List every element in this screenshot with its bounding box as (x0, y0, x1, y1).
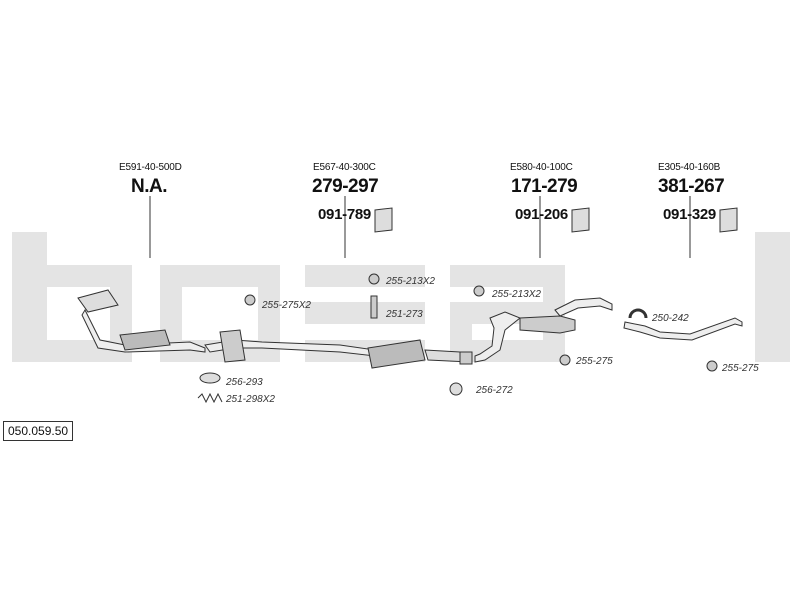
section-ref: E567-40-300C (313, 162, 376, 173)
hanger-icon (571, 207, 590, 233)
rubber-mount-icon (559, 354, 571, 366)
part-label: 251-298X2 (226, 394, 275, 405)
section-ref: E591-40-500D (119, 162, 182, 173)
section-main-code: 381-267 (658, 176, 725, 197)
rubber-mount-icon (706, 360, 718, 372)
part-label: 255-213X2 (386, 276, 435, 287)
spring-icon (197, 392, 223, 404)
part-label: 256-293 (226, 377, 263, 388)
part-label: 250-242 (652, 313, 689, 324)
section-sub-code: 091-789 (318, 206, 371, 223)
part-label: 251-273 (386, 309, 423, 320)
part-label: 256-272 (476, 385, 513, 396)
gasket-icon (199, 372, 221, 384)
bolt-icon (370, 295, 378, 319)
diagram-id: 050.059.50 (3, 421, 74, 441)
section-ref: E580-40-100C (510, 162, 573, 173)
rear-pipe (554, 297, 613, 317)
centre-silencer (367, 339, 473, 369)
section-main-code: 279-297 (312, 176, 379, 197)
section-sub-code: 091-329 (663, 206, 716, 223)
section-ref: E305-40-160B (658, 162, 721, 173)
part-label: 255-275 (576, 356, 613, 367)
section-main-code: 171-279 (511, 176, 578, 197)
clamp-icon (473, 285, 485, 297)
part-label: 255-275X2 (262, 300, 311, 311)
section-main-code: N.A. (131, 176, 168, 197)
intermediate-pipe (474, 311, 576, 363)
section-sub-code: 091-206 (515, 206, 568, 223)
hanger-icon (719, 207, 738, 233)
clamp-icon (368, 273, 380, 285)
middle-pipe (204, 329, 376, 363)
tail-pipe (623, 317, 743, 341)
rubber-mount-icon (244, 294, 256, 306)
clamp-icon (628, 308, 648, 319)
part-label: 255-213X2 (492, 289, 541, 300)
clamp-icon (449, 382, 463, 396)
hanger-icon (374, 207, 393, 233)
part-label: 255-275 (722, 363, 759, 374)
front-pipe (77, 289, 206, 353)
